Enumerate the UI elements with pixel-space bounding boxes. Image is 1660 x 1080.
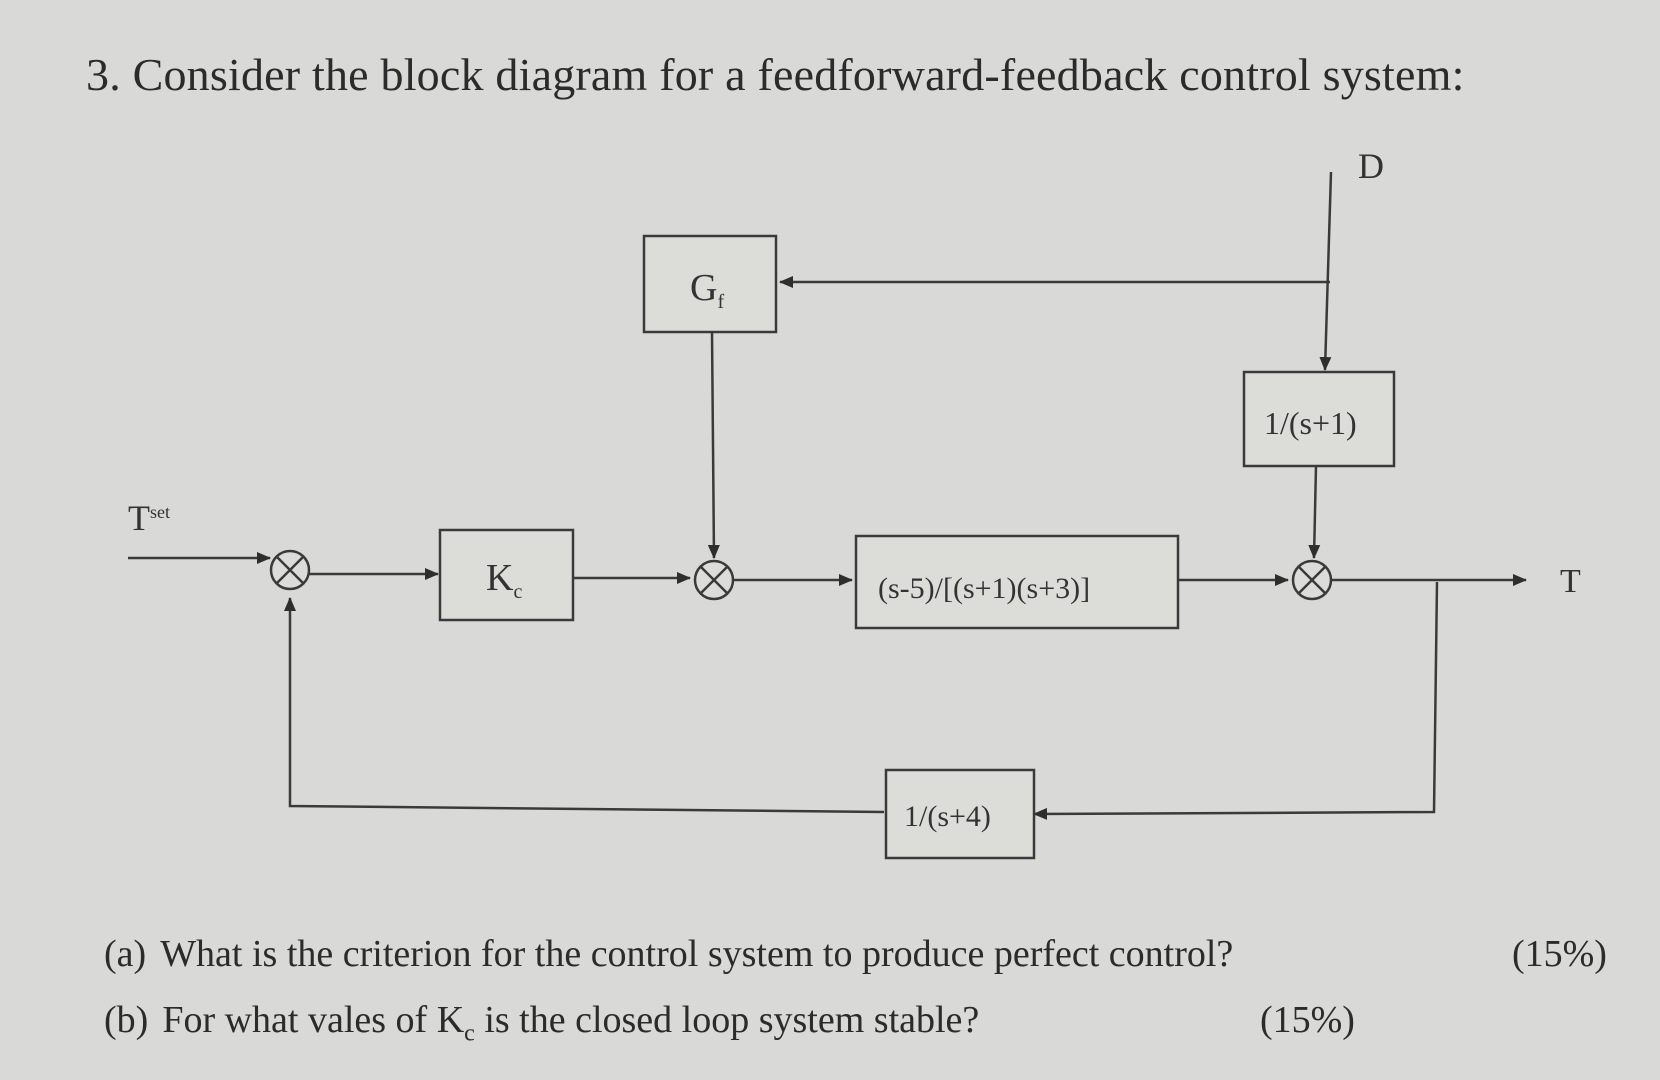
process-block xyxy=(854,534,1180,630)
part-b-points: (15%) xyxy=(1260,999,1355,1041)
question-part-a: (a) What is the criterion for the control… xyxy=(104,932,1233,976)
disturbance-block xyxy=(1242,370,1396,468)
part-b-sub: c xyxy=(464,1020,475,1047)
disturbance-input-line xyxy=(1319,171,1333,371)
disturbance-to-sum3-line xyxy=(1308,465,1321,559)
part-b-text-before: For what vales of K xyxy=(162,999,465,1041)
summing-junction-3 xyxy=(1291,559,1333,601)
process-label: (s-5)/[(s+1)(s+3)] xyxy=(878,572,1090,605)
feedback-path-left xyxy=(284,597,885,814)
part-b-label: (b) xyxy=(104,999,149,1041)
measurement-label: 1/(s+4) xyxy=(904,800,991,833)
part-a-label: (a) xyxy=(104,933,147,975)
summing-junction-2 xyxy=(693,559,735,601)
feedback-path-right xyxy=(1033,581,1439,820)
question-title: 3. Consider the block diagram for a feed… xyxy=(86,49,1465,100)
summing-junction-1 xyxy=(269,549,311,591)
input-label: Tset xyxy=(128,498,170,538)
part-b-text-after: is the closed loop system stable? xyxy=(474,999,980,1041)
measurement-block xyxy=(884,768,1036,860)
controller-label: Kc xyxy=(486,557,522,603)
controller-block xyxy=(438,528,575,622)
disturbance-label: D xyxy=(1358,146,1384,186)
feedforward-block xyxy=(642,234,778,334)
feedforward-label: Gf xyxy=(690,267,724,313)
disturbance-block-label: 1/(s+1) xyxy=(1264,405,1357,441)
question-part-b: (b) For what vales of Kc is the closed lo… xyxy=(104,998,979,1048)
part-a-text: What is the criterion for the control sy… xyxy=(160,933,1234,975)
feedforward-to-sum2-line xyxy=(707,331,720,559)
output-label: T xyxy=(1560,563,1581,600)
part-a-points: (15%) xyxy=(1512,933,1607,975)
